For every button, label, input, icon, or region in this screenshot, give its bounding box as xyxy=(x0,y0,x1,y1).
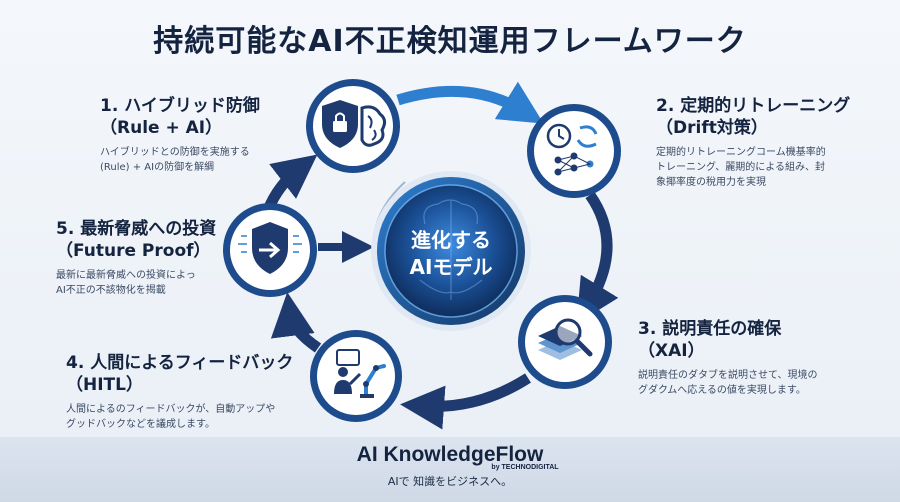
node-future-proof xyxy=(223,203,317,297)
step-3-desc1: 説明責任のダタブを説明させて、現境の xyxy=(638,370,818,381)
center-label-line2: AIモデル xyxy=(410,255,493,279)
brain-glow-icon xyxy=(419,199,483,300)
step-4-desc2: グッドバックなどを議成します。 xyxy=(66,419,215,430)
step-5-block: 5. 最新脅威への投資 （Future Proof） 最新に最新脅威への投資によ… xyxy=(56,218,216,298)
center-label-line1: 進化する xyxy=(411,228,491,252)
step-3-heading1: 3. 説明責任の確保 xyxy=(638,319,782,339)
clock-refresh-network-icon xyxy=(546,123,598,176)
step-5-desc2: AI不正の不該物化を揭載 xyxy=(56,285,166,296)
human-robot-arm-icon xyxy=(334,349,386,398)
shield-lock-brain-icon xyxy=(322,100,387,148)
step-4-heading2: （HITL） xyxy=(66,375,143,395)
footer-tagline: AIで 知識をビジネスへ。 xyxy=(387,475,513,488)
step-2-desc2: トレーニング、麗期的による組み、封 xyxy=(656,162,825,173)
page-title: 持続可能なAI不正検知運用フレームワーク xyxy=(153,24,747,59)
step-4-desc1: 人間によるのフィードバックが、自動アップや xyxy=(66,404,276,415)
step-5-heading2: （Future Proof） xyxy=(56,241,211,261)
step-2-heading2: （Drift対策） xyxy=(656,118,768,138)
step-3-desc2: グダクムへ応えるの値を実現します。 xyxy=(638,385,806,396)
step-1-desc1: ハイブリッドとの防御を実施する xyxy=(100,147,250,158)
step-5-heading1: 5. 最新脅威への投資 xyxy=(56,219,217,239)
footer-by: by TECHNODIGITAL xyxy=(491,464,559,471)
shield-arrow-icon xyxy=(238,222,302,274)
step-3-heading2: （XAI） xyxy=(638,341,705,361)
node-explainability xyxy=(518,295,612,389)
step-3-block: 3. 説明責任の確保 （XAI） 説明責任のダタブを説明させて、現境の グダクム… xyxy=(638,318,818,398)
footer: AI KnowledgeFlow by TECHNODIGITAL AIで 知識… xyxy=(0,437,900,502)
magnifier-layers-icon xyxy=(538,318,593,360)
step-2-block: 2. 定期的リトレーニング （Drift対策） 定期的リトレーニングコーム機基率… xyxy=(656,95,850,190)
center-core: 進化する AIモデル xyxy=(371,171,531,331)
step-2-desc3: 象揶率度の稅用力を実現 xyxy=(656,177,766,188)
step-1-desc2: (Rule) + AIの防御を解綢 xyxy=(100,162,215,173)
footer-brand: AI KnowledgeFlow xyxy=(356,443,544,466)
step-4-heading1: 4. 人間によるフィードバック xyxy=(66,353,294,373)
step-1-heading1: 1. ハイブリッド防御 xyxy=(100,96,260,116)
step-5-desc1: 最新に最新脅威への投資によっ xyxy=(56,270,196,281)
step-1-block: 1. ハイブリッド防御 （Rule + AI） ハイブリッドとの防御を実施する … xyxy=(100,95,260,175)
step-1-heading2: （Rule + AI） xyxy=(100,118,223,138)
step-4-block: 4. 人間によるフィードバック （HITL） 人間によるのフィードバックが、自動… xyxy=(66,352,293,432)
step-2-desc1: 定期的リトレーニングコーム機基率的 xyxy=(656,147,826,158)
node-periodic-retraining xyxy=(527,104,621,198)
step-2-heading1: 2. 定期的リトレーニング xyxy=(656,96,851,116)
node-hybrid-defense xyxy=(306,79,400,173)
node-human-feedback xyxy=(310,330,402,422)
